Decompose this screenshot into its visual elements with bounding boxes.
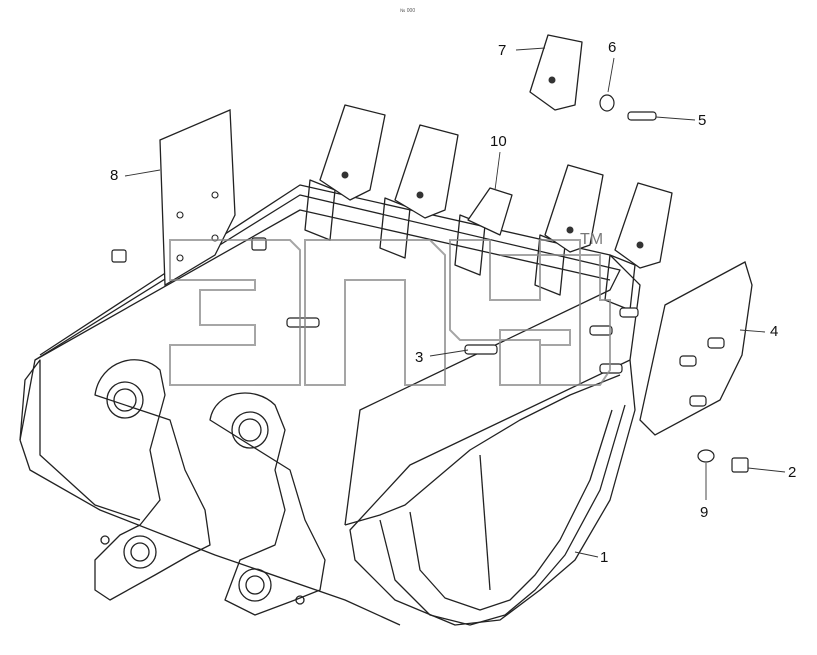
tooth-4	[614, 182, 673, 269]
tooth-2	[394, 124, 459, 219]
bucket-floor-edge	[344, 374, 621, 526]
callout-9: 9	[700, 504, 709, 521]
bucket-top-lip	[19, 194, 621, 526]
tooth-1	[319, 104, 386, 201]
tooth-3	[544, 164, 604, 253]
bucket-body	[39, 184, 641, 626]
adapter-part-10	[467, 187, 513, 236]
callout-3: 3	[415, 349, 424, 366]
callout-1: 1	[600, 549, 609, 566]
bolt-part-3	[464, 344, 498, 355]
callout-10: 10	[490, 133, 507, 150]
watermark-logo	[169, 239, 611, 386]
nut-left	[111, 249, 127, 263]
callout-5: 5	[698, 112, 707, 129]
watermark-trademark: TM	[580, 231, 604, 248]
tooth-part-7	[529, 34, 583, 111]
callout-7: 7	[498, 42, 507, 59]
callout-8: 8	[110, 167, 119, 184]
side-plate-left	[19, 359, 141, 521]
side-cutter-left	[159, 109, 236, 287]
hinge-bracket-2	[209, 392, 326, 616]
nut-part-2	[731, 457, 749, 473]
pin-part-5	[627, 111, 657, 121]
side-cutter-right	[639, 261, 753, 436]
callout-6: 6	[608, 39, 617, 56]
callout-4: 4	[770, 323, 779, 340]
top-mark: № 000	[400, 8, 416, 14]
washer-part-9	[697, 449, 715, 463]
hinge-bracket-1	[94, 359, 211, 601]
washer-part-6	[599, 94, 615, 112]
callout-2: 2	[788, 464, 797, 481]
